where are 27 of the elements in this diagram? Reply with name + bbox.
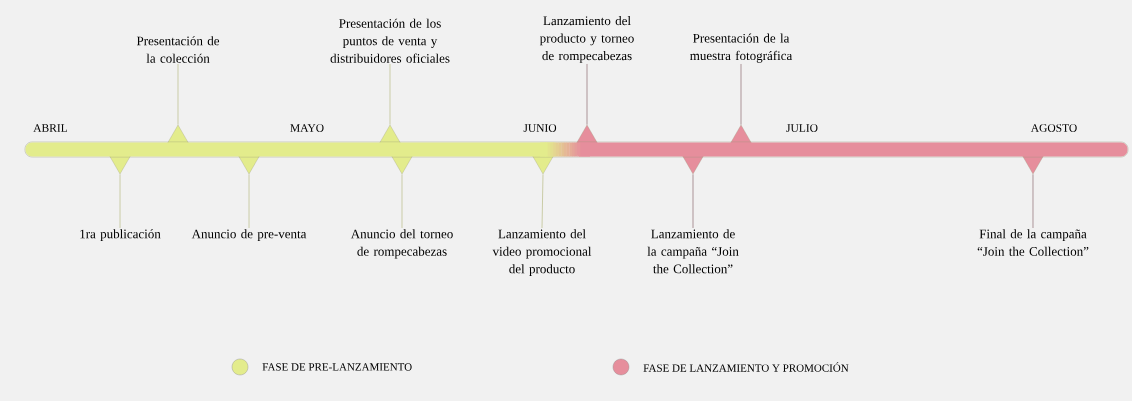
leader-line <box>248 173 250 229</box>
legend-label: FASE DE PRE-LANZAMIENTO <box>262 363 412 371</box>
leader-line <box>586 63 588 126</box>
event-label: Lanzamiento de la campaña “Join the Collection” <box>647 229 739 274</box>
month-label: MAYO <box>290 124 324 132</box>
month-label: JULIO <box>786 124 818 132</box>
leader-line <box>740 63 742 126</box>
leader-line <box>541 173 544 229</box>
event-label: 1ra publicación <box>80 229 161 241</box>
legend-label: FASE DE LANZAMIENTO Y PROMOCIÓN <box>643 362 849 372</box>
event-label: Final de la campaña “Join the Collection” <box>977 229 1089 256</box>
leader-line <box>177 63 179 126</box>
event-label: Presentación de los puntos de venta y distribuidores oficiales <box>330 18 450 63</box>
month-label: JUNIO <box>523 124 557 132</box>
event-label: Lanzamiento del producto y torneo de rompecabezas <box>539 16 634 63</box>
event-label: Presentación de la colección <box>136 36 220 63</box>
event-label: Anuncio del torneo de rompecabezas <box>350 229 453 259</box>
leader-line <box>692 173 694 229</box>
month-label: ABRIL <box>33 124 68 132</box>
leader-line <box>119 173 121 229</box>
event-label: Anuncio de pre-venta <box>191 229 307 241</box>
event-label: Presentación de la muestra fotográfica <box>690 33 793 63</box>
event-label: Lanzamiento del video promocional del producto <box>492 229 592 276</box>
leader-line <box>389 63 391 126</box>
month-label: AGOSTO <box>1030 124 1077 132</box>
leader-line <box>401 173 403 229</box>
leader-line <box>1032 173 1034 229</box>
